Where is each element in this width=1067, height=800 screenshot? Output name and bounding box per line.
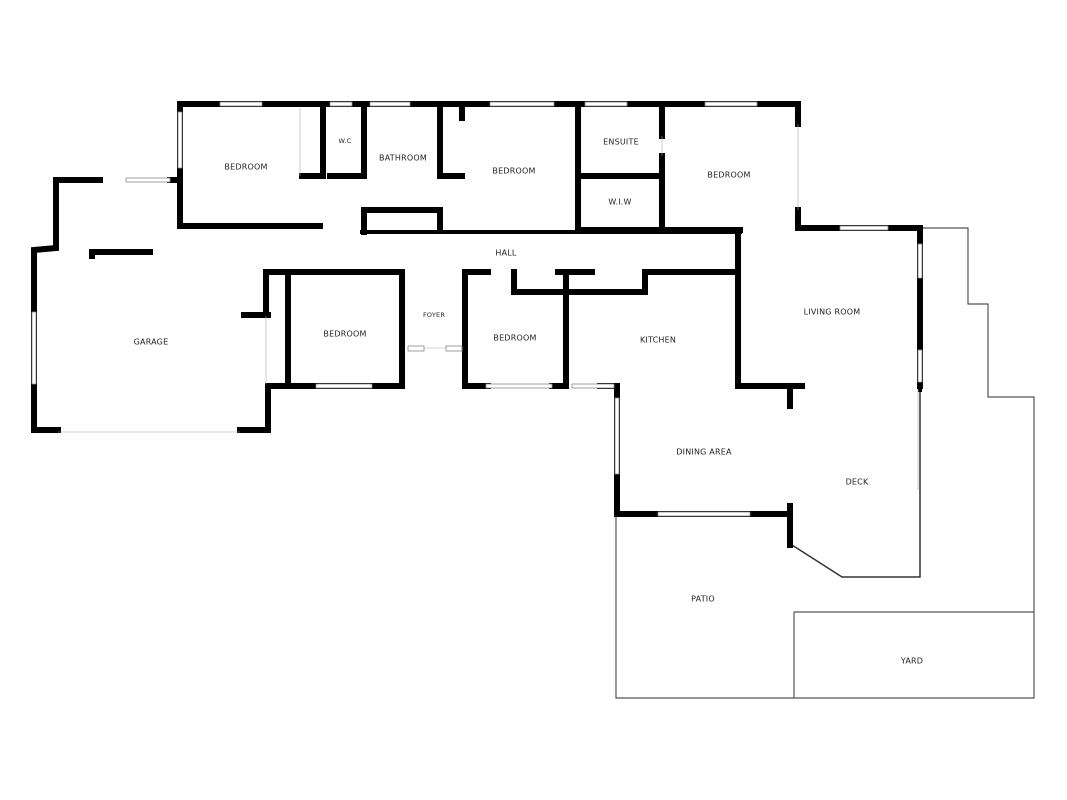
label-garage: GARAGE (134, 338, 169, 347)
room-labels: BEDROOM W.C BATHROOM BEDROOM ENSUITE W.I… (134, 137, 923, 666)
label-bedroom-nw: BEDROOM (224, 163, 267, 172)
label-bedroom-c: BEDROOM (493, 334, 536, 343)
label-kitchen: KITCHEN (640, 336, 676, 345)
label-patio: PATIO (691, 595, 715, 604)
label-ensuite: ENSUITE (603, 138, 639, 147)
windows (31, 101, 923, 517)
label-bedroom-w: BEDROOM (323, 330, 366, 339)
walls (31, 101, 923, 548)
label-bedroom-ne: BEDROOM (707, 171, 750, 180)
label-bedroom-n: BEDROOM (492, 167, 535, 176)
label-bathroom: BATHROOM (379, 154, 427, 163)
label-deck: DECK (846, 478, 869, 487)
label-wiw: W.I.W (608, 198, 631, 207)
label-dining-area: DINING AREA (676, 448, 732, 457)
label-wc: W.C (339, 137, 352, 145)
label-yard: YARD (900, 657, 923, 666)
label-foyer: FOYER (423, 311, 445, 319)
label-hall: HALL (495, 249, 517, 258)
label-living-room: LIVING ROOM (804, 308, 861, 317)
outdoor-outlines (615, 227, 1035, 699)
